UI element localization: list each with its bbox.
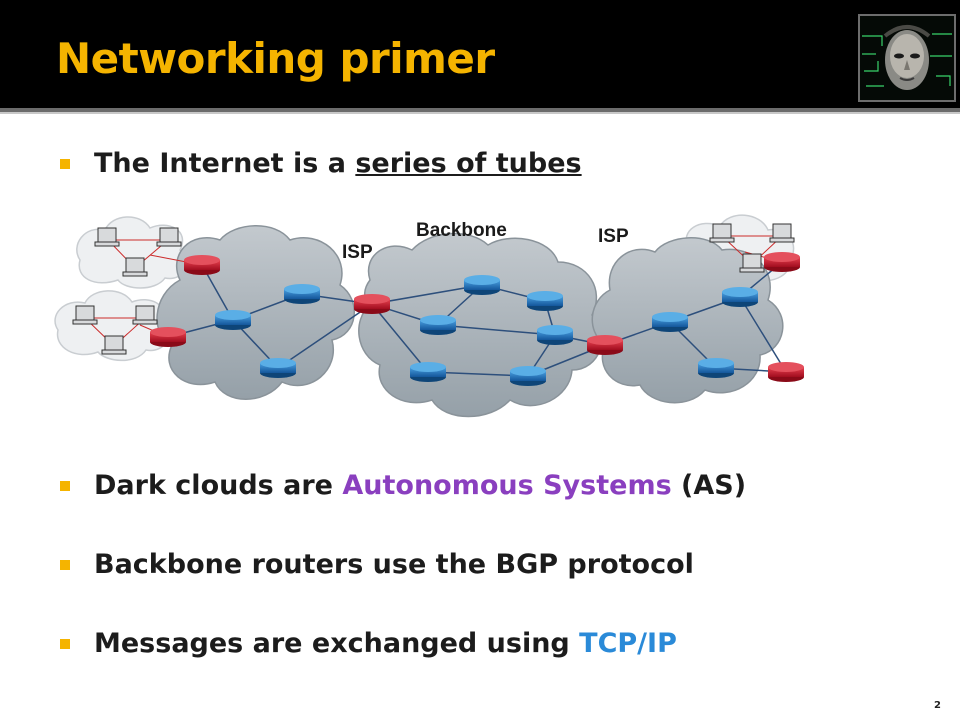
router-red-icon <box>764 252 800 272</box>
page-number: 2 <box>934 700 941 711</box>
router-blue-icon <box>510 366 546 386</box>
blue-routers <box>215 275 758 386</box>
label-backbone: Backbone <box>416 220 507 241</box>
bullet-text-suffix: (AS) <box>671 470 747 501</box>
router-red-icon <box>150 327 186 347</box>
bullet-marker <box>60 481 70 491</box>
title-divider-highlight <box>0 112 960 114</box>
router-blue-icon <box>260 358 296 378</box>
title-bar <box>0 0 960 108</box>
label-isp-left: ISP <box>342 242 373 263</box>
isp-cloud-left <box>156 225 355 400</box>
slide-title: Networking primer <box>56 34 495 83</box>
bullet-marker <box>60 560 70 570</box>
bullet-text: Dark clouds are <box>94 470 343 501</box>
router-blue-icon <box>722 287 758 307</box>
router-blue-icon <box>410 362 446 382</box>
bullet-marker <box>60 159 70 169</box>
router-blue-icon <box>527 291 563 311</box>
router-red-icon <box>587 335 623 355</box>
title-divider <box>0 108 960 112</box>
bullet-text: The Internet is a <box>94 148 356 179</box>
label-isp-right: ISP <box>598 226 629 247</box>
router-red-icon <box>354 294 390 314</box>
bullet-text: Backbone routers use the BGP protocol <box>94 549 694 580</box>
backbone-cloud <box>358 232 603 418</box>
router-blue-icon <box>537 325 573 345</box>
autonomous-systems-highlight: Autonomous Systems <box>342 470 672 501</box>
pc-icons <box>72 223 795 355</box>
router-red-icon <box>768 362 804 382</box>
router-blue-icon <box>420 315 456 335</box>
tcp-ip-highlight: TCP/IP <box>579 628 677 659</box>
router-blue-icon <box>652 312 688 332</box>
router-blue-icon <box>215 310 251 330</box>
face-logo-image <box>858 14 956 102</box>
router-blue-icon <box>464 275 500 295</box>
red-routers <box>150 252 804 382</box>
series-of-tubes-link-text: series of tubes <box>355 148 582 179</box>
router-blue-icon <box>698 358 734 378</box>
bullet-text: Messages are exchanged using <box>94 628 580 659</box>
network-diagram: ISP Backbone ISP <box>54 214 804 418</box>
router-red-icon <box>184 255 220 275</box>
bullet-marker <box>60 639 70 649</box>
router-blue-icon <box>284 284 320 304</box>
